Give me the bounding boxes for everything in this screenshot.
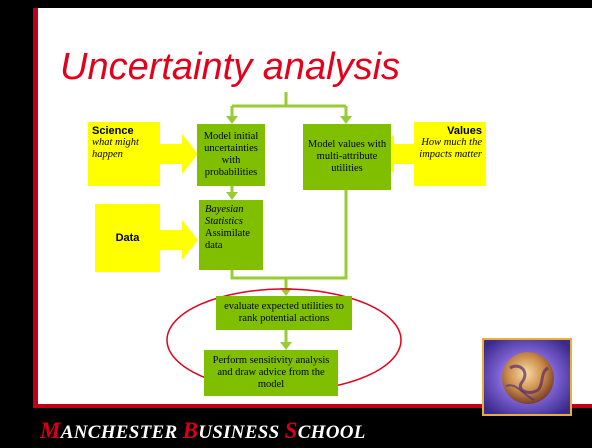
evaluate-box: evaluate expected utilities to rank pote… bbox=[216, 296, 352, 330]
bayesian-text: Assimilate data bbox=[205, 228, 250, 251]
footer-chool: CHOOL bbox=[297, 422, 366, 443]
values-box: Values How much the impacts matter bbox=[414, 122, 486, 186]
bayesian-italic-text: Bayesian Statistics bbox=[205, 204, 244, 227]
science-box: Science what might happen bbox=[88, 122, 160, 186]
red-bottom-border bbox=[33, 404, 592, 408]
values-label: Values bbox=[447, 125, 482, 137]
footer-usiness: USINESS bbox=[198, 422, 285, 443]
data-box: Data bbox=[95, 204, 160, 272]
science-arrow bbox=[160, 134, 198, 174]
footer-b: B bbox=[182, 418, 199, 443]
red-left-border bbox=[33, 8, 38, 408]
globe-logo-icon bbox=[482, 338, 572, 416]
model-initial-box: Model initial uncertainties with probabi… bbox=[197, 124, 265, 186]
bayesian-box: Bayesian Statistics Assimilate data bbox=[199, 200, 263, 270]
footer-s: S bbox=[284, 418, 298, 443]
slide-title: Uncertainty analysis bbox=[60, 46, 401, 88]
model-values-box: Model values with multi-attribute utilit… bbox=[303, 124, 391, 190]
sensitivity-box: Perform sensitivity analysis and draw ad… bbox=[204, 350, 338, 396]
data-arrow bbox=[160, 220, 198, 260]
footer-m: M bbox=[40, 418, 61, 443]
footer-anchester: ANCHESTER bbox=[60, 422, 183, 443]
science-sub: what might happen bbox=[92, 137, 139, 160]
data-label: Data bbox=[115, 232, 140, 244]
footer-school-name: MANCHESTER BUSINESS SCHOOL bbox=[40, 418, 366, 444]
values-sub: How much the impacts matter bbox=[419, 137, 482, 160]
science-label: Science bbox=[92, 125, 134, 137]
